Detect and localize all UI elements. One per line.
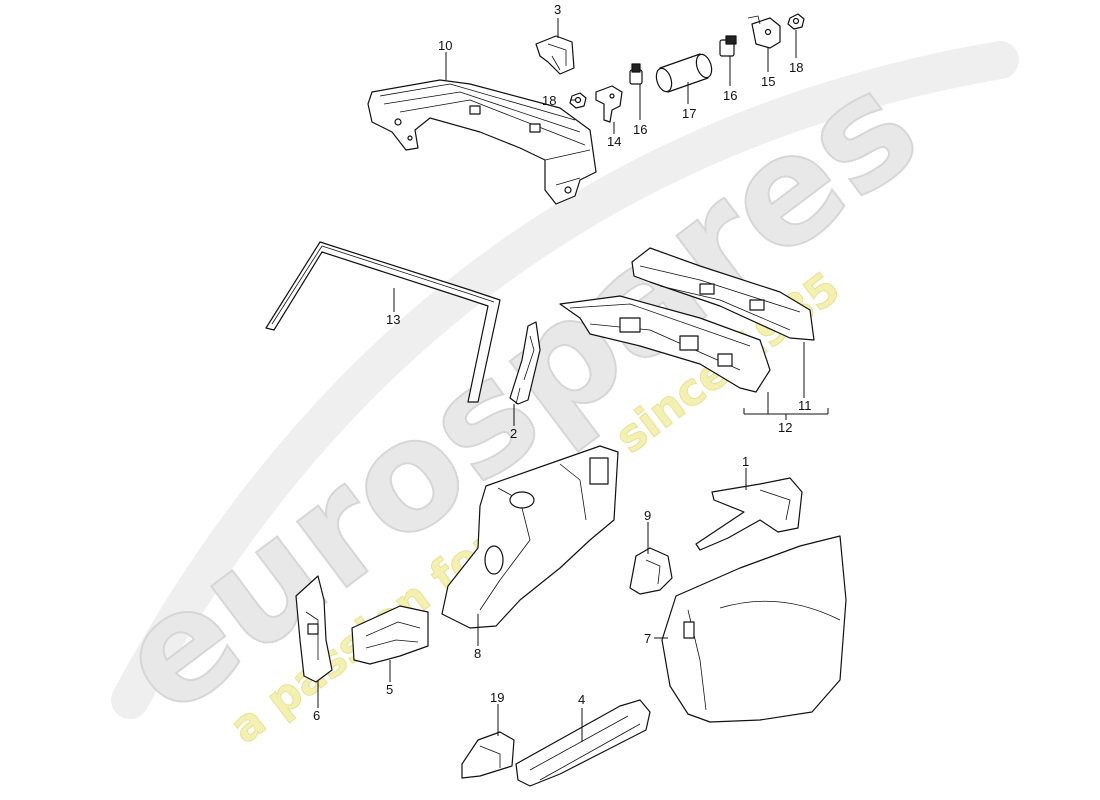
callout-14: 14 xyxy=(607,134,621,149)
part-12-rear-panel-lower xyxy=(559,295,771,393)
callout-19: 19 xyxy=(490,690,504,705)
part-18-nut-right xyxy=(787,13,805,30)
callout-18-right: 18 xyxy=(789,60,803,75)
callout-17: 17 xyxy=(682,106,696,121)
callout-labels: 10 3 18 14 16 17 16 15 18 13 2 11 12 1 9… xyxy=(313,2,812,723)
watermark-swoosh xyxy=(111,41,1019,719)
callout-11: 11 xyxy=(798,398,812,413)
part-8-wheelhouse xyxy=(441,445,619,629)
callout-18-left: 18 xyxy=(542,93,556,108)
callout-13: 13 xyxy=(386,312,400,327)
callout-2: 2 xyxy=(510,426,517,441)
callout-9: 9 xyxy=(644,508,651,523)
part-7-quarter-panel xyxy=(661,535,847,723)
part-16-buffer-right xyxy=(719,35,737,57)
callout-4: 4 xyxy=(578,692,585,707)
callout-7: 7 xyxy=(644,631,651,646)
part-16-buffer-left xyxy=(629,63,643,85)
leader-lines xyxy=(317,18,829,742)
part-17-cylinder xyxy=(655,53,713,93)
part-4-sill xyxy=(515,699,651,787)
callout-6: 6 xyxy=(313,708,320,723)
part-9-bracket xyxy=(629,547,673,595)
callout-3: 3 xyxy=(554,2,561,17)
part-11-rear-panel-upper xyxy=(631,247,815,341)
callout-5: 5 xyxy=(386,682,393,697)
part-6-pillar-reinforcement xyxy=(295,575,333,683)
callout-1: 1 xyxy=(742,454,749,469)
part-10-rear-crossmember xyxy=(367,79,597,205)
part-1-strut xyxy=(695,477,803,551)
callout-12: 12 xyxy=(778,420,792,435)
part-3-bracket xyxy=(535,35,575,75)
part-14-bracket xyxy=(595,85,623,123)
part-19-bracket xyxy=(461,731,515,779)
part-15-hinge xyxy=(747,15,781,49)
part-5-panel xyxy=(351,605,429,665)
callout-16-left: 16 xyxy=(633,122,647,137)
callout-16-right: 16 xyxy=(723,88,737,103)
part-2-pillar xyxy=(509,321,541,405)
part-13-frame xyxy=(265,241,501,403)
callout-10: 10 xyxy=(438,38,452,53)
callout-15: 15 xyxy=(761,74,775,89)
callout-8: 8 xyxy=(474,646,481,661)
